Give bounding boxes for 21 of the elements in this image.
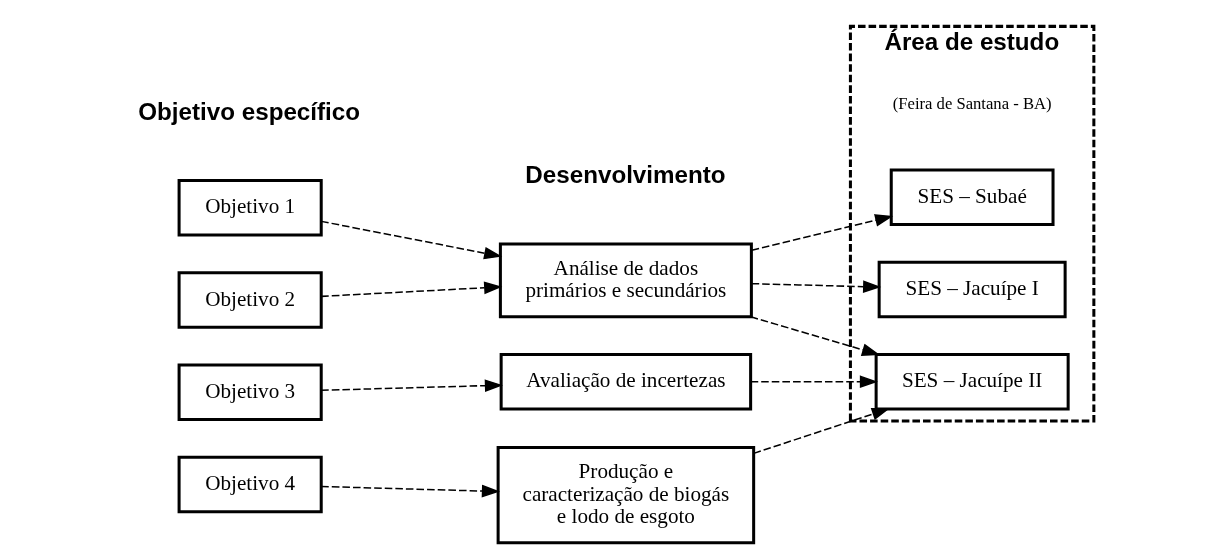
arrow [320, 281, 502, 298]
node-box: Objetivo 4 [177, 455, 323, 514]
arrow [320, 379, 503, 392]
node-box: Objetivo 1 [177, 179, 323, 237]
node-box: Objetivo 2 [177, 271, 323, 329]
arrow [320, 484, 500, 498]
arrow [749, 316, 880, 356]
node-box: Produção e caracterização de biogás e lodo de esgoto [496, 445, 755, 545]
arrow [750, 214, 893, 251]
arrow [752, 408, 890, 455]
arrow [320, 220, 502, 260]
arrow [750, 280, 881, 293]
arrow [749, 375, 878, 389]
node-box: Avaliação de incertezas [499, 352, 752, 411]
node-box: SES – Subaé [889, 168, 1055, 226]
label: Desenvolvimento [524, 161, 726, 189]
node-box: Objetivo 3 [177, 363, 323, 421]
node-box: Análise de dados primários e secundários [498, 242, 753, 319]
label: Objetivo específico [137, 97, 360, 125]
node-box: SES – Jacuípe I [877, 260, 1067, 319]
node-box: SES – Jacuípe II [874, 352, 1070, 411]
